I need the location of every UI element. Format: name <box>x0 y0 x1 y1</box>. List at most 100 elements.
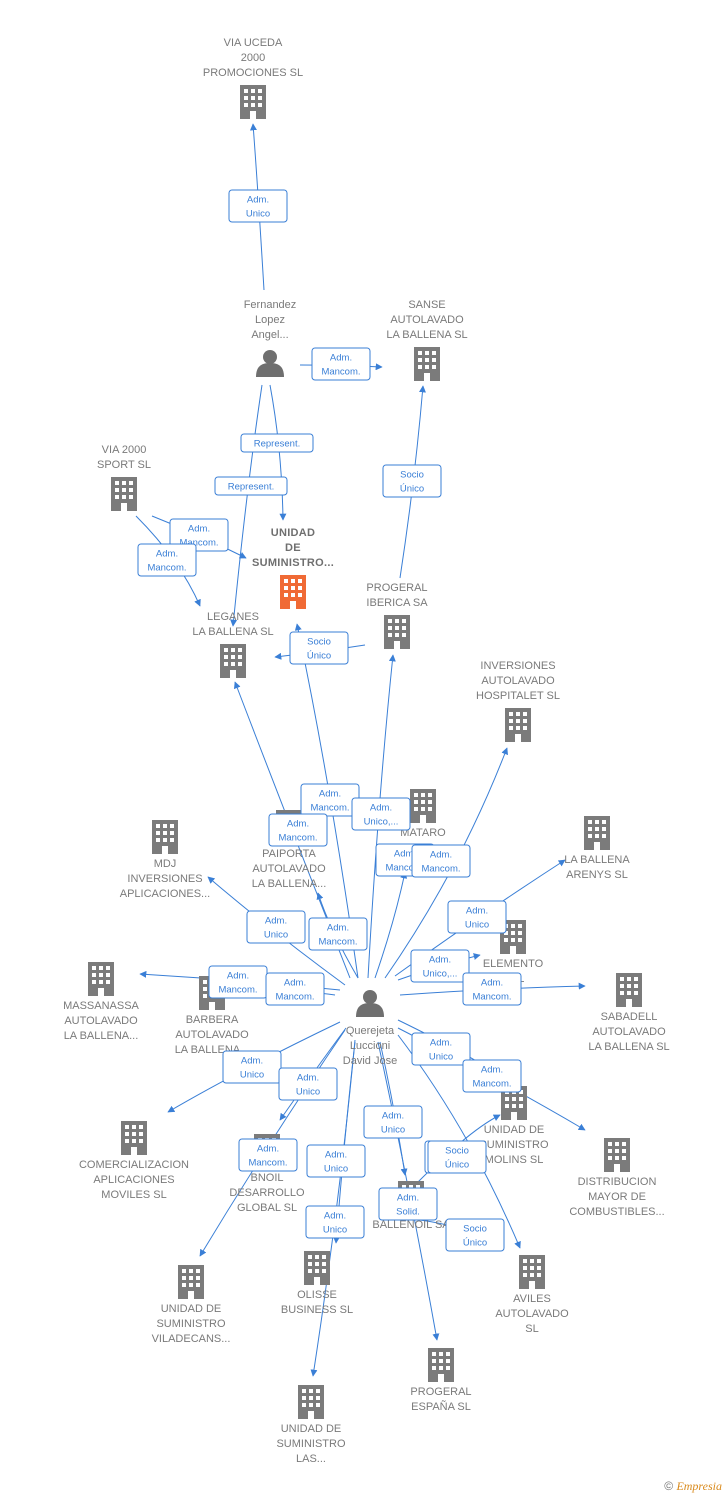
node-label-line: APLICACIONES <box>93 1174 174 1186</box>
edge-label-box <box>427 1140 487 1174</box>
node-label-line: PAIPORTA <box>262 848 316 860</box>
building-icon <box>121 1121 147 1155</box>
node-mdj[interactable]: MDJINVERSIONESAPLICACIONES... <box>120 820 210 900</box>
building-icon <box>410 789 436 823</box>
node-ballenoil[interactable]: BALLENOIL SA <box>372 1181 450 1231</box>
node-label-line: BNOIL <box>250 1172 283 1184</box>
edge-label-box <box>445 1218 505 1252</box>
building-icon <box>384 615 410 649</box>
edge-querejeta-to-mataro <box>374 871 408 979</box>
edge-label[interactable]: Adm.Mancom. <box>268 813 328 847</box>
node-label-line: DESARROLLO <box>229 1187 305 1199</box>
edge-label[interactable]: Adm.Unico <box>228 189 288 223</box>
edge-label-box <box>246 910 306 944</box>
edge-label-box <box>137 543 197 577</box>
edge-label[interactable]: Adm.Unico <box>411 1032 471 1066</box>
edge-label[interactable]: Represent. <box>214 476 288 496</box>
edge-label[interactable]: Represent. <box>240 433 314 453</box>
edge-label-box <box>411 1032 471 1066</box>
node-label-line: HOSPITALET SL <box>476 690 560 702</box>
empresia-logo[interactable]: Empresia <box>676 1479 722 1493</box>
node-label-line: MOVILES SL <box>101 1189 166 1201</box>
edge-label[interactable]: Adm.Mancom. <box>308 917 368 951</box>
node-label-line: AUTOLAVADO <box>64 1015 138 1027</box>
edge-label[interactable]: Adm.Unico <box>306 1144 366 1178</box>
edge-label-text: Mancom. <box>147 563 186 574</box>
edge-label[interactable]: Adm.Unico <box>305 1205 365 1239</box>
edge-label-box <box>240 433 314 453</box>
node-unidad_sum[interactable]: UNIDADDESUMINISTRO... <box>252 527 334 609</box>
node-label-line: OLISSE <box>297 1289 337 1301</box>
edge-label-text: Unico <box>381 1125 405 1136</box>
node-label-line: AUTOLAVADO <box>252 863 326 875</box>
node-fernandez[interactable]: FernandezLopezAngel... <box>244 299 297 377</box>
edge-label[interactable]: Adm.Mancom. <box>411 844 471 878</box>
edge-label[interactable]: Adm.Mancom. <box>300 783 360 817</box>
node-viladecans[interactable]: UNIDAD DESUMINISTROVILADECANS... <box>152 1265 231 1345</box>
person-icon <box>256 350 284 377</box>
node-label-line: AUTOLAVADO <box>175 1029 249 1041</box>
node-label-line: SABADELL <box>601 1011 658 1023</box>
edge-label[interactable]: Adm.Unico,... <box>410 949 470 983</box>
edge-label-box <box>382 464 442 498</box>
edge-label[interactable]: Adm. Unico <box>246 910 306 944</box>
edge-label[interactable]: Adm.Mancom. <box>462 972 522 1006</box>
edge-label-text: Mancom. <box>472 1079 511 1090</box>
edge-label-text: Socio <box>400 470 424 481</box>
edge-label[interactable]: Adm. Mancom. <box>137 543 197 577</box>
node-label-line: BALLENOIL SA <box>372 1219 450 1231</box>
edge-label[interactable]: Adm.Mancom. <box>238 1138 298 1172</box>
node-label-line: LA BALLENA SL <box>588 1041 669 1053</box>
edge-label-box <box>462 1059 522 1093</box>
node-las[interactable]: UNIDAD DESUMINISTROLAS... <box>276 1385 346 1465</box>
building-icon <box>240 85 266 119</box>
edge-label-text: Unico <box>323 1225 347 1236</box>
edge-label[interactable]: Adm.Solid. <box>378 1187 438 1221</box>
edge-label[interactable]: Adm.Mancom. <box>265 972 325 1006</box>
edge-label-box <box>410 949 470 983</box>
edge-label[interactable]: Adm.Unico <box>447 900 507 934</box>
edge-label[interactable]: Adm.Unico <box>278 1067 338 1101</box>
node-label-line: LAS... <box>296 1453 326 1465</box>
edge-label[interactable]: Adm.Mancom. <box>208 965 268 999</box>
edge-label-text: Unico <box>264 930 288 941</box>
edge-label-box <box>169 518 229 552</box>
edge-label[interactable]: Adm.Unico,... <box>351 797 411 831</box>
edge-label[interactable]: Adm.Unico <box>222 1050 282 1084</box>
edge-label-text: Adm. <box>265 916 287 927</box>
building-icon <box>178 1265 204 1299</box>
node-label-line: LA BALLENA <box>564 854 630 866</box>
building-icon <box>604 1138 630 1172</box>
edge-label[interactable]: Adm.Mancom. <box>311 347 371 381</box>
edge-fernandez-to-leganes <box>230 384 263 627</box>
edge-label[interactable]: Adm.Mancom. <box>169 518 229 552</box>
edge-label[interactable]: Adm.Unico <box>363 1105 423 1139</box>
edge-label[interactable]: Adm.Mancom. <box>462 1059 522 1093</box>
edge-label-box <box>214 476 288 496</box>
edge-label-text: Socio <box>307 637 331 648</box>
edge-label-text: Adm. <box>156 549 178 560</box>
